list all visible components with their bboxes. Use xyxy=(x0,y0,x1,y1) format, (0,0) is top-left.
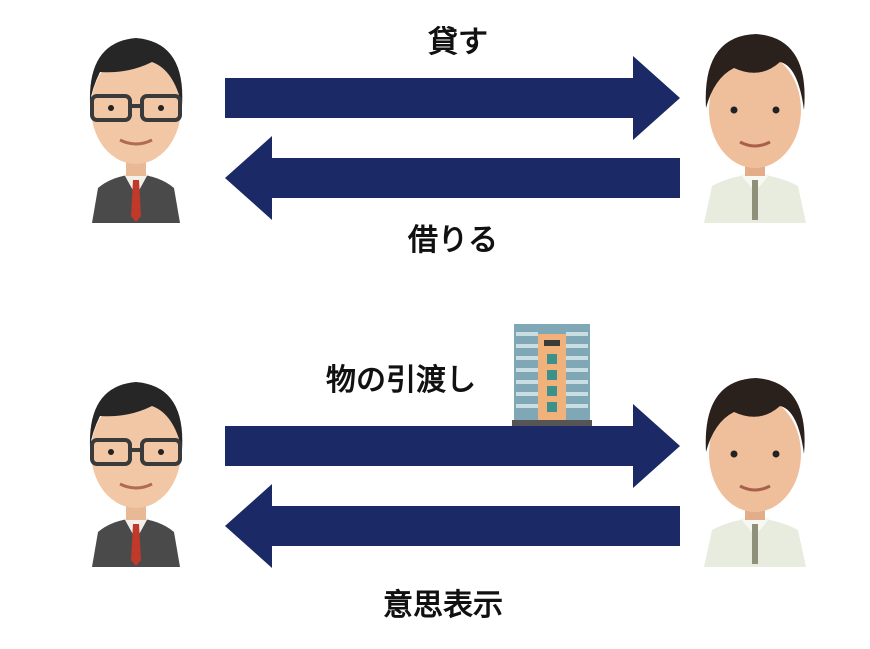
borrow-arrow xyxy=(225,136,680,220)
handover-arrow xyxy=(225,404,680,488)
handover-label: 物の引渡し xyxy=(326,363,476,398)
person-right-avatar xyxy=(704,34,806,223)
person-left-avatar xyxy=(89,38,183,223)
borrow-label: 借りる xyxy=(408,223,498,258)
lend-arrow xyxy=(225,56,680,140)
intent-label: 意思表示 xyxy=(383,588,503,623)
person-right-avatar xyxy=(704,378,806,567)
intent-arrow xyxy=(225,484,680,568)
building-icon xyxy=(512,324,592,428)
lend-label: 貸す xyxy=(428,25,488,60)
person-left-avatar xyxy=(89,382,183,567)
